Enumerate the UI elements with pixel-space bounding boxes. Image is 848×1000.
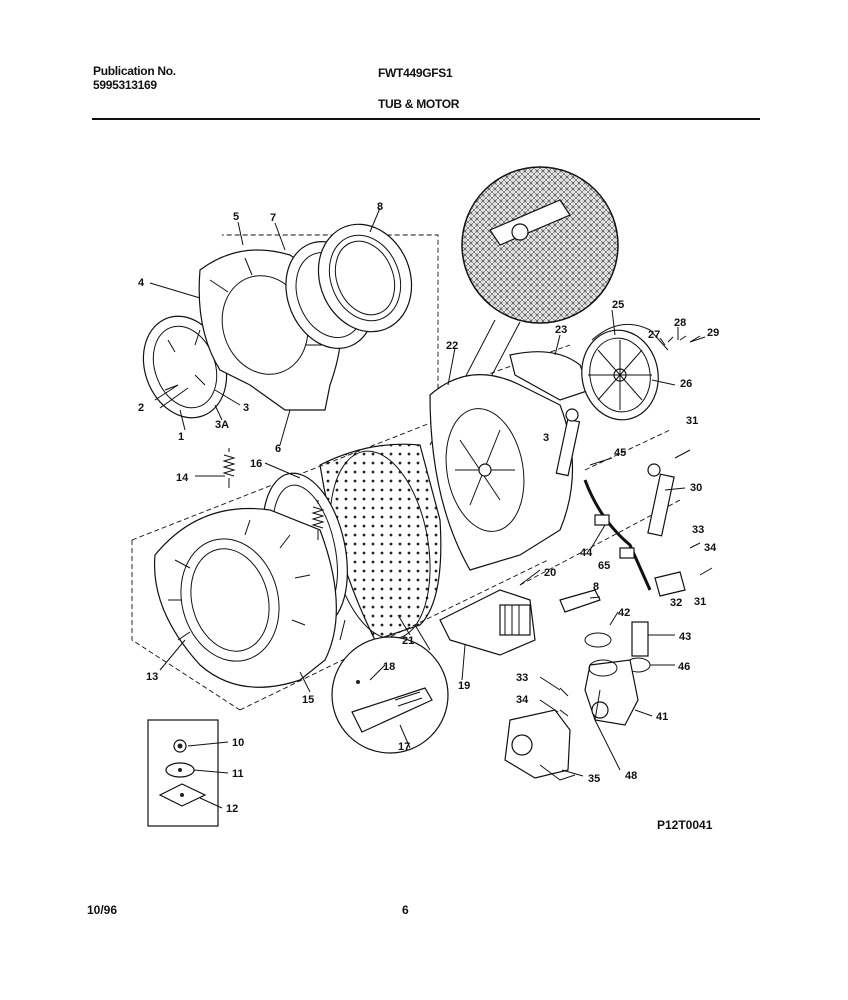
callout-16: 16 <box>250 458 262 470</box>
callout-3: 3 <box>243 402 249 414</box>
part-30-shock-absorber <box>647 463 675 537</box>
part-35-drain-pump <box>504 709 576 781</box>
callout-8: 8 <box>377 201 383 213</box>
callout-26: 26 <box>680 378 692 390</box>
callout-labels: 1 2 3 3A 4 5 6 7 8 3 10 11 12 13 14 15 1… <box>138 201 719 815</box>
part-44-clamps <box>594 514 635 559</box>
callout-46: 46 <box>678 661 690 673</box>
part-25-belt <box>591 323 669 351</box>
callout-14: 14 <box>176 472 189 484</box>
model-number: FWT449GFS1 <box>378 66 453 80</box>
part-19-motor <box>439 589 536 656</box>
callout-43: 43 <box>679 631 691 643</box>
callout-41: 41 <box>656 711 668 723</box>
part-3-shock-absorber <box>555 408 581 477</box>
callout-29: 29 <box>707 327 719 339</box>
callout-17: 17 <box>398 741 410 753</box>
callout-3a: 3A <box>215 419 229 431</box>
callout-8-motor: 8 <box>593 581 599 593</box>
publication-number: 5995313169 <box>93 78 157 92</box>
part-45-hose <box>583 479 652 591</box>
callout-33-bottom: 33 <box>516 672 528 684</box>
callout-34-bottom: 34 <box>516 694 529 706</box>
callout-19: 19 <box>458 680 470 692</box>
callout-45: 45 <box>614 447 626 459</box>
callout-12: 12 <box>226 803 238 815</box>
detail-magnifier-bottom <box>331 619 449 754</box>
callout-6: 6 <box>275 443 281 455</box>
callout-3-rear: 3 <box>543 432 549 444</box>
callout-35: 35 <box>588 773 600 785</box>
callout-11: 11 <box>232 768 244 780</box>
callout-4: 4 <box>138 277 145 289</box>
leader-lines <box>149 207 706 809</box>
callout-5: 5 <box>233 211 239 223</box>
part-42-o-ring <box>584 632 612 648</box>
callout-15: 15 <box>302 694 314 706</box>
callout-22: 22 <box>446 340 458 352</box>
callout-21: 21 <box>402 635 414 647</box>
part-8-motor-bracket <box>559 589 601 613</box>
section-title: TUB & MOTOR <box>378 97 460 111</box>
diagram-code: P12T0041 <box>657 818 713 832</box>
callout-48: 48 <box>625 770 637 782</box>
callout-44: 44 <box>580 547 593 559</box>
callout-30: 30 <box>690 482 702 494</box>
detail-magnifier-top <box>429 166 619 446</box>
footer-date: 10/96 <box>87 903 118 917</box>
part-26-pulley <box>581 329 659 421</box>
part-23-rear-tub-shell <box>509 351 591 401</box>
callout-32: 32 <box>670 597 682 609</box>
callout-13: 13 <box>146 671 158 683</box>
callout-7: 7 <box>270 212 276 224</box>
part-spring-center <box>311 500 325 540</box>
part-8-door-seal <box>317 223 413 333</box>
header-rule <box>92 118 760 120</box>
callout-31-bottom: 31 <box>694 596 706 608</box>
callout-27: 27 <box>648 329 660 341</box>
callout-23: 23 <box>555 324 567 336</box>
callout-42: 42 <box>618 607 630 619</box>
callout-33-top: 33 <box>692 524 704 536</box>
callout-10: 10 <box>232 737 244 749</box>
part-32-bracket <box>654 571 686 597</box>
callout-20: 20 <box>544 567 556 579</box>
callout-34-top: 34 <box>704 542 717 554</box>
part-13-front-tub <box>153 507 337 688</box>
part-43-filter <box>631 621 649 657</box>
part-41-pump-housing <box>584 659 639 726</box>
page-number: 6 <box>402 903 409 917</box>
part-14-spring <box>222 448 236 488</box>
callout-65: 65 <box>598 560 610 572</box>
callout-25: 25 <box>612 299 624 311</box>
callout-31-top: 31 <box>686 415 698 427</box>
callout-18: 18 <box>383 661 395 673</box>
callout-28: 28 <box>674 317 686 329</box>
hardware-inset-box <box>147 719 219 827</box>
publication-label: Publication No. <box>93 64 176 78</box>
callout-1: 1 <box>178 431 184 443</box>
callout-2: 2 <box>138 402 144 414</box>
part-22-rear-tub <box>429 374 574 571</box>
